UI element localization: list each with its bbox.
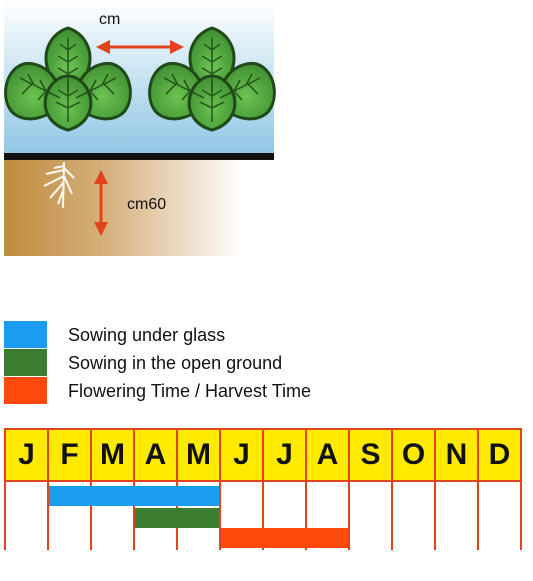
month-header-4: A [133, 428, 176, 482]
month-column-2 [47, 482, 90, 550]
month-header-3: M [90, 428, 133, 482]
month-column-6 [219, 482, 262, 550]
month-column-8 [305, 482, 348, 550]
soil-background [4, 159, 242, 256]
planting-depth-label: cm60 [127, 196, 167, 213]
legend-swatch-sowing-under-glass [4, 321, 47, 348]
month-header-9: S [348, 428, 391, 482]
legend-item-sowing-open-ground: Sowing in the open ground [4, 349, 404, 377]
legend: Sowing under glass Sowing in the open gr… [4, 321, 404, 405]
month-header-2: F [47, 428, 90, 482]
month-column-9 [348, 482, 391, 550]
month-column-10 [391, 482, 434, 550]
month-column-12 [477, 482, 520, 550]
legend-swatch-sowing-open-ground [4, 349, 47, 376]
month-header-6: J [219, 428, 262, 482]
month-column-4 [133, 482, 176, 550]
depth-arrow-icon [94, 170, 108, 236]
period-bar-sowing-open-ground [135, 508, 219, 528]
month-header-7: J [262, 428, 305, 482]
month-column-7 [262, 482, 305, 550]
roots-icon [43, 161, 75, 209]
period-bar-flowering-harvest [221, 528, 348, 548]
spacing-arrow-icon [96, 40, 184, 54]
month-column-1 [4, 482, 47, 550]
ground-line [4, 153, 274, 160]
legend-label-flowering-harvest: Flowering Time / Harvest Time [68, 381, 312, 401]
month-header-10: O [391, 428, 434, 482]
plant-spacing-label: cm [99, 11, 121, 28]
legend-swatch-flowering-harvest [4, 377, 47, 404]
month-header-8: A [305, 428, 348, 482]
period-bar-sowing-under-glass [49, 486, 219, 506]
calendar-right-border [520, 428, 522, 550]
legend-label-sowing-under-glass: Sowing under glass [68, 325, 226, 345]
month-column-3 [90, 482, 133, 550]
month-column-11 [434, 482, 477, 550]
month-header-5: M [176, 428, 219, 482]
legend-item-sowing-under-glass: Sowing under glass [4, 321, 404, 349]
month-header-11: N [434, 428, 477, 482]
legend-item-flowering-harvest: Flowering Time / Harvest Time [4, 377, 404, 405]
month-header-12: D [477, 428, 520, 482]
legend-label-sowing-open-ground: Sowing in the open ground [68, 353, 283, 373]
planting-illustration [4, 0, 276, 256]
month-header-1: J [4, 428, 47, 482]
